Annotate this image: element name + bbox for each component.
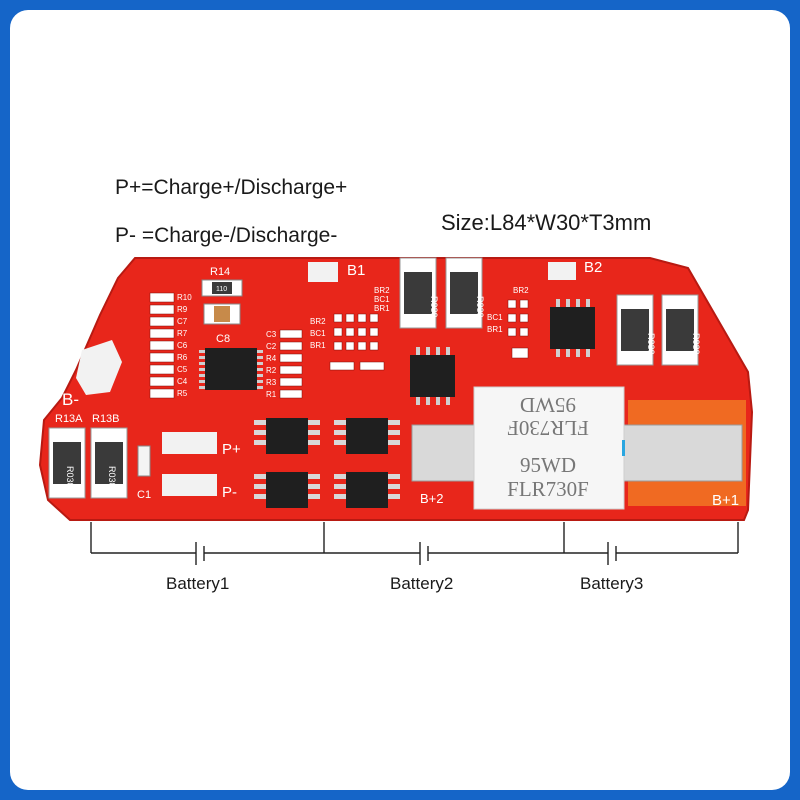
svg-text:C5: C5 [177,365,188,374]
svg-text:BC1: BC1 [310,329,326,338]
svg-text:R5: R5 [177,389,188,398]
size-text: Size:L84*W30*T3mm [441,210,652,235]
fuse-line-3: 95WD [520,453,576,477]
smd-column-left [149,292,175,399]
top1-code: R030 [429,296,439,318]
battery3-label: Battery3 [580,574,644,593]
mosfet-pins [254,420,400,499]
resistor-r13b [90,427,128,499]
silk-p-minus: P- [222,484,237,501]
resistor-r13a [48,427,86,499]
ic-soic-right [550,299,595,357]
pad-p-plus [162,432,217,454]
pad-p-minus [162,474,217,496]
mosfet-1 [266,418,308,454]
fuse-line-4: FLR730F [507,477,589,501]
battery1-label: Battery1 [166,574,230,593]
resistor-top-2 [445,257,483,329]
mosfet-4 [346,472,388,508]
svg-text:R9: R9 [177,305,188,314]
smd-grid-right [507,299,529,359]
silk-right-labels: C3 C2 R4 R2 R3 R1 [266,330,277,399]
fuse-line-2: FLR730F [507,416,589,440]
svg-text:R2: R2 [266,366,277,375]
mosfet-3 [266,472,308,508]
silk-b-minus: B- [62,390,79,409]
svg-text:C7: C7 [177,317,188,326]
top2-code: R030 [475,296,485,318]
svg-text:R3: R3 [266,378,277,387]
r13b-code: R030 [107,466,117,488]
svg-text:BR1: BR1 [487,325,503,334]
silk-b-plus2: B+2 [420,491,444,506]
mounting-pad-left [76,340,122,395]
capacitor-c1 [137,445,151,477]
svg-text:BR1: BR1 [374,304,390,313]
svg-text:R7: R7 [177,329,188,338]
silk-mid-labels: BR2 BC1 BR1 BR2 BC1 BR1 [310,286,390,350]
silk-left-labels: R10 R9 C7 R7 C6 R6 C5 C4 R5 [177,293,192,398]
silk-right-group: BR2 BC1 BR1 [487,286,529,334]
svg-text:BR2: BR2 [374,286,390,295]
resistor-right-2 [661,294,699,366]
fuse-label [473,386,625,510]
right1-code: R030 [646,333,656,355]
silk-b2: B2 [584,259,602,276]
resistor-top-1 [399,257,437,329]
svg-text:C6: C6 [177,341,188,350]
resistor-right-1 [616,294,654,366]
legend-p-minus: P- =Charge-/Discharge- [115,224,338,247]
silk-c1: C1 [137,489,151,501]
ic-controller [199,348,263,390]
legend-p-plus: P+=Charge+/Discharge+ [115,176,348,199]
fuse-mark [622,440,625,456]
svg-text:C2: C2 [266,342,277,351]
svg-text:R6: R6 [177,353,188,362]
svg-text:BR2: BR2 [513,286,529,295]
svg-text:R1: R1 [266,390,277,399]
r14-code: 110 [216,286,227,293]
svg-text:BC1: BC1 [374,295,390,304]
smd-grid-mid [329,313,385,371]
r13a-code: R030 [65,466,75,488]
fuse-line-1: 95WD [520,393,576,417]
silk-r13b: R13B [92,413,120,425]
ic-soic-mid [410,347,455,405]
silk-b1: B1 [347,262,365,279]
silk-r14: R14 [210,266,230,278]
svg-text:BR1: BR1 [310,341,326,350]
battery2-label: Battery2 [390,574,454,593]
silk-c8: C8 [216,333,230,345]
pad-b1 [308,262,338,282]
svg-text:BC1: BC1 [487,313,503,322]
smd-column-right [279,329,303,399]
svg-text:C3: C3 [266,330,277,339]
pad-b2 [548,262,576,280]
svg-text:C4: C4 [177,377,188,386]
silk-b-plus1: B+1 [712,492,739,509]
svg-text:R4: R4 [266,354,277,363]
battery-wiring [90,522,739,565]
right2-code: R030 [691,333,701,355]
svg-text:R10: R10 [177,293,192,302]
svg-text:BR2: BR2 [310,317,326,326]
silk-r13a: R13A [55,413,83,425]
silk-p-plus: P+ [222,441,241,458]
mosfet-2 [346,418,388,454]
